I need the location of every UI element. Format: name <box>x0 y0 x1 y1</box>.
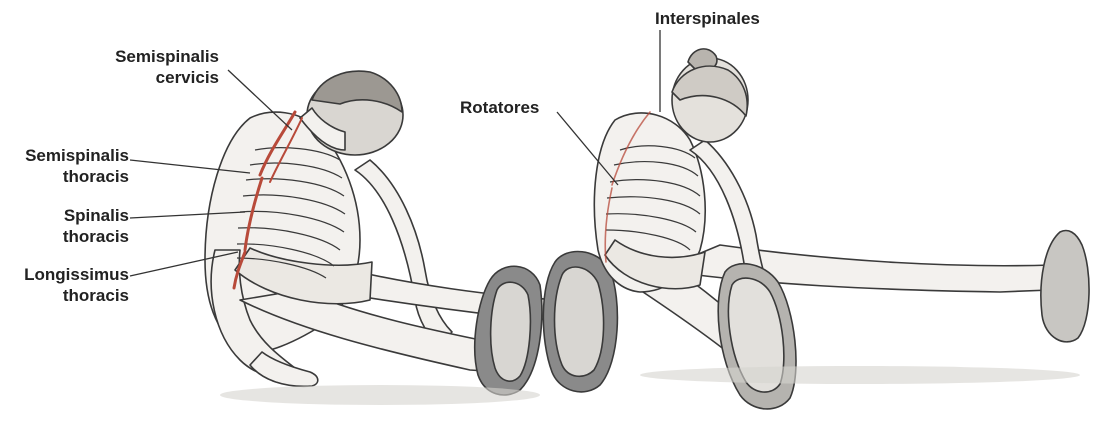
left-figure-hand <box>250 352 318 386</box>
label-semispinalis-cervicis: Semispinalis cervicis <box>115 46 219 88</box>
floor-shadows <box>220 366 1080 405</box>
left-figure-shoes <box>475 252 618 395</box>
label-interspinales: Interspinales <box>655 8 760 29</box>
label-rotatores: Rotatores <box>460 97 539 118</box>
label-longissimus-thoracis: Longissimus thoracis <box>24 264 129 306</box>
label-spinalis-thoracis: Spinalis thoracis <box>63 205 129 247</box>
right-shoe-2 <box>1041 231 1089 342</box>
label-semispinalis-thoracis: Semispinalis thoracis <box>25 145 129 187</box>
right-seated-figure <box>594 49 1052 380</box>
right-figure-leg-far <box>660 245 1052 292</box>
